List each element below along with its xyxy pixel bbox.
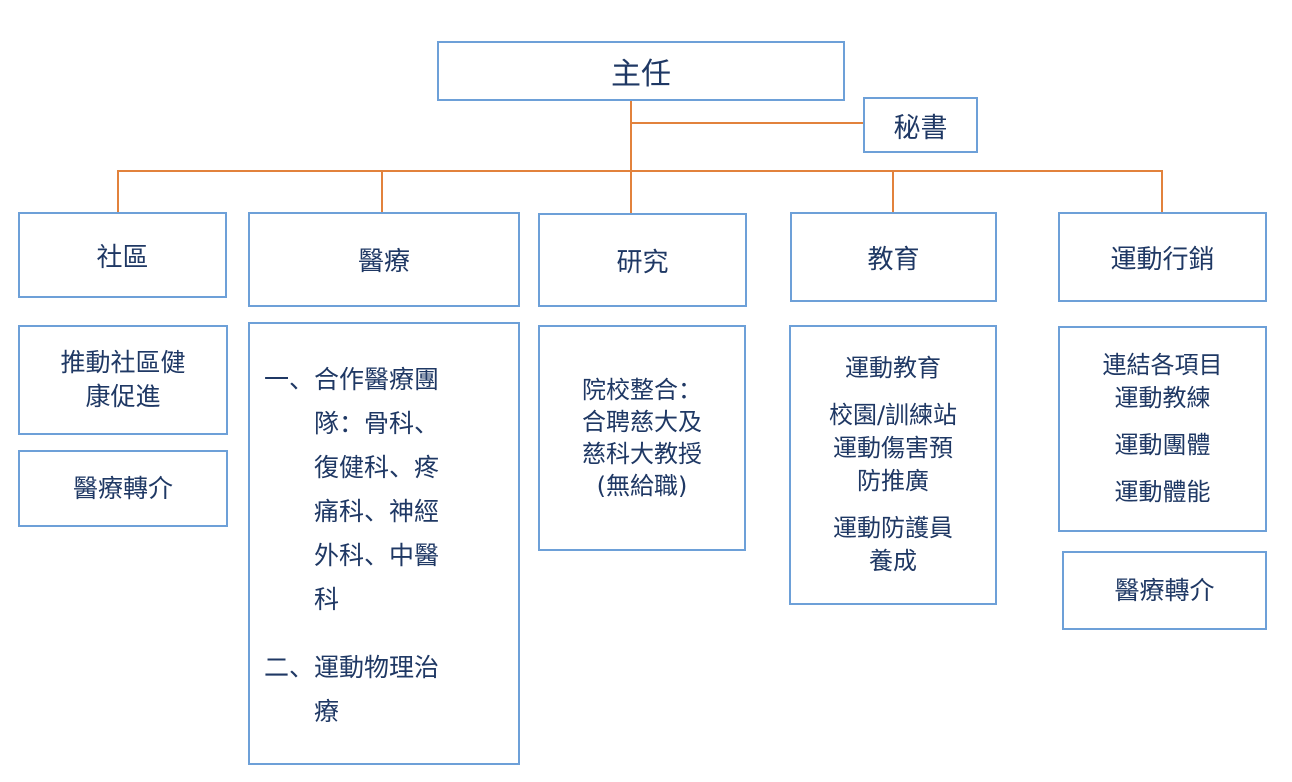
marketing-item-sport-groups: 運動團體 — [1114, 431, 1211, 459]
medical-list-item-2: 二、運動物理治 療 — [264, 653, 440, 726]
node-branch-education: 教育 — [790, 212, 997, 302]
medical-list-item-1: 一、合作醫療團 隊：骨科、 復健科、疼 痛科、神經 外科、中醫 科 — [264, 365, 440, 614]
marketing-item-coaches: 連結各項目 運動教練 — [1102, 351, 1223, 412]
node-branch-marketing: 運動行銷 — [1058, 212, 1267, 302]
node-branch-community: 社區 — [18, 212, 227, 298]
connector-drop-community — [117, 170, 119, 213]
node-research-detail: 院校整合： 合聘慈大及 慈科大教授 (無給職) — [538, 325, 746, 551]
node-community-health-promotion: 推動社區健 康促進 — [18, 325, 228, 435]
connector-branch-rail — [117, 170, 1163, 172]
node-marketing-medical-referral: 醫療轉介 — [1062, 551, 1267, 630]
node-branch-research: 研究 — [538, 213, 747, 307]
node-director: 主任 — [437, 41, 845, 101]
connector-director-stem — [630, 101, 632, 213]
education-item-athletic-trainer: 運動防護員 養成 — [833, 514, 953, 575]
connector-drop-education — [892, 170, 894, 213]
education-item-injury-prevention: 校園/訓練站 運動傷害預 防推廣 — [828, 401, 958, 495]
node-marketing-detail: 連結各項目 運動教練 運動團體 運動體能 — [1058, 326, 1267, 532]
connector-secretary-branch — [631, 122, 863, 124]
node-secretary: 秘書 — [863, 97, 978, 153]
node-community-medical-referral: 醫療轉介 — [18, 450, 228, 527]
node-branch-medical: 醫療 — [248, 212, 520, 307]
node-education-detail: 運動教育 校園/訓練站 運動傷害預 防推廣 運動防護員 養成 — [789, 325, 997, 605]
connector-drop-marketing — [1161, 170, 1163, 214]
education-item-sport-education: 運動教育 — [845, 354, 941, 382]
node-medical-detail: 一、合作醫療團 隊：骨科、 復健科、疼 痛科、神經 外科、中醫 科 二、運動物理… — [248, 322, 520, 765]
connector-drop-medical — [381, 170, 383, 213]
marketing-item-sport-fitness: 運動體能 — [1114, 478, 1211, 506]
